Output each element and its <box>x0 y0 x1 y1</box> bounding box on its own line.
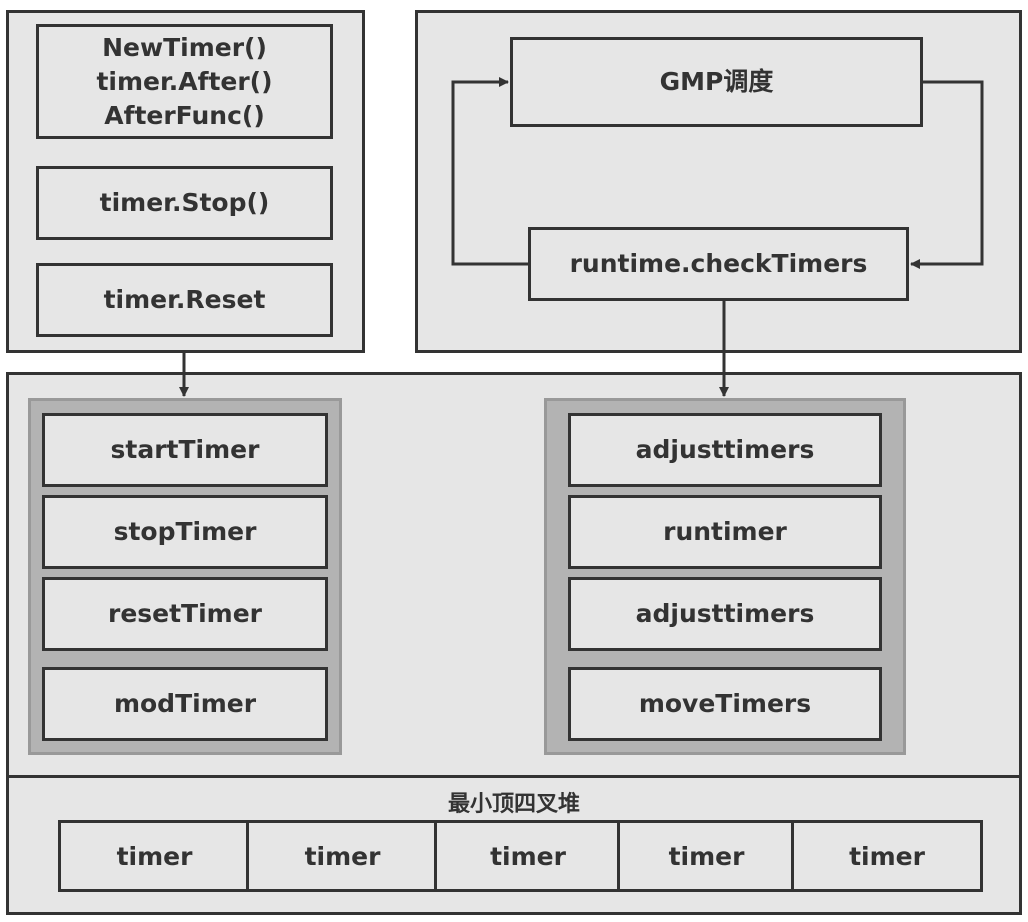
heap-cell-4-label: timer <box>668 841 745 871</box>
heap-cell-2-label: timer <box>304 841 381 871</box>
gmp-to-check-arrow <box>910 80 984 269</box>
mod-timer-box: modTimer <box>42 667 328 741</box>
new-timer-box: NewTimer() timer.After() AfterFunc() <box>36 24 333 139</box>
stop-timer-box: stopTimer <box>42 495 328 569</box>
move-timers-box: moveTimers <box>568 667 882 741</box>
move-timers-label: moveTimers <box>638 689 812 718</box>
heap-cell-5: timer <box>791 820 983 892</box>
start-timer-label: startTimer <box>110 435 260 464</box>
heap-cell-1: timer <box>58 820 248 892</box>
heap-divider <box>6 775 1022 778</box>
timer-stop-box: timer.Stop() <box>36 166 333 240</box>
timer-after-label: timer.After() <box>96 66 273 96</box>
heap-cell-1-label: timer <box>116 841 193 871</box>
timer-reset-box: timer.Reset <box>36 263 333 337</box>
gmp-schedule-box: GMP调度 <box>510 37 923 127</box>
heap-cell-3-label: timer <box>490 841 566 871</box>
heap-cell-2: timer <box>246 820 436 892</box>
heap-label: 最小顶四叉堆 <box>447 792 580 817</box>
stop-timer-label: stopTimer <box>113 517 257 546</box>
adjusttimers-box-2: adjusttimers <box>568 577 882 651</box>
check-to-gmp-arrow <box>451 77 528 266</box>
after-func-label: AfterFunc() <box>104 100 265 130</box>
heap-cell-5-label: timer <box>849 841 925 871</box>
reset-timer-label: resetTimer <box>107 599 263 628</box>
gmp-schedule-label: GMP调度 <box>659 67 774 96</box>
start-timer-box: startTimer <box>42 413 328 487</box>
adjusttimers-label-1: adjusttimers <box>635 435 815 464</box>
runtimer-label: runtimer <box>663 517 787 546</box>
runtimer-box: runtimer <box>568 495 882 569</box>
reset-timer-box: resetTimer <box>42 577 328 651</box>
adjusttimers-box-1: adjusttimers <box>568 413 882 487</box>
mod-timer-label: modTimer <box>113 689 257 718</box>
adjusttimers-label-2: adjusttimers <box>635 599 815 628</box>
new-timer-label: NewTimer() <box>102 32 267 62</box>
timer-reset-label: timer.Reset <box>103 285 266 314</box>
heap-cell-3: timer <box>434 820 619 892</box>
timer-stop-label: timer.Stop() <box>99 188 270 217</box>
heap-cell-4: timer <box>617 820 793 892</box>
check-timers-box: runtime.checkTimers <box>528 227 909 301</box>
check-timers-label: runtime.checkTimers <box>569 249 868 278</box>
